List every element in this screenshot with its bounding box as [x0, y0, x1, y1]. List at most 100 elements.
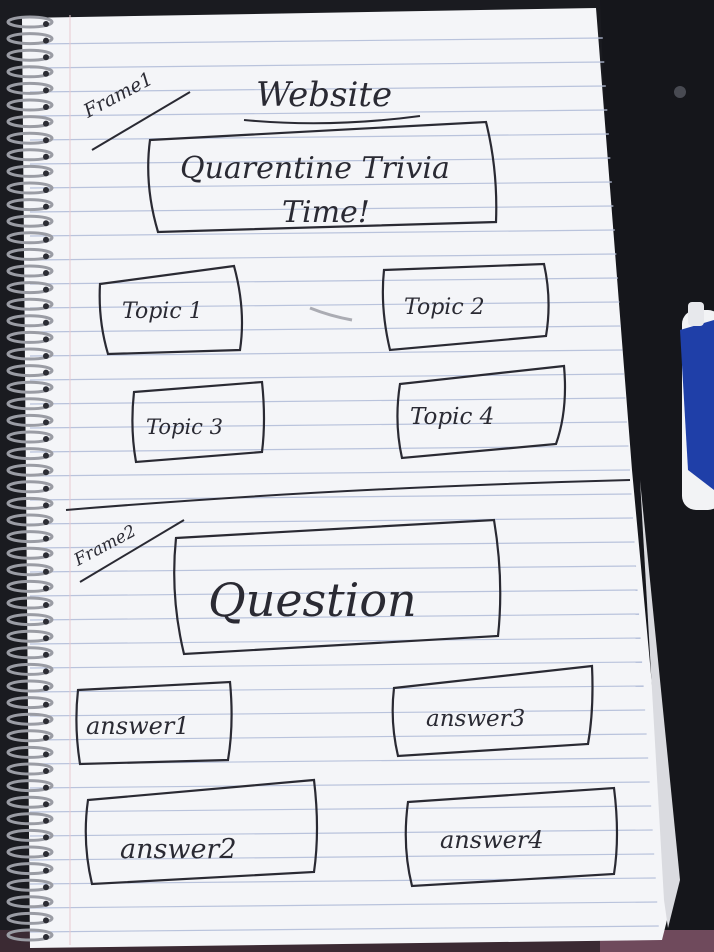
punch-hole [43, 685, 49, 691]
punch-hole [43, 419, 49, 426]
punch-hole [43, 801, 49, 808]
spiral-ring [6, 330, 54, 344]
rule-line [29, 397, 626, 405]
spiral-ring [6, 430, 54, 444]
spiral-ring [6, 480, 54, 494]
punch-hole [43, 286, 49, 293]
punch-hole [43, 87, 49, 94]
spiral-ring [6, 629, 54, 643]
spiral-ring [6, 928, 54, 942]
topic-3-box[interactable] [131, 380, 266, 464]
answer-2-label: answer2 [120, 834, 237, 865]
spiral-ring [6, 779, 54, 793]
spiral-ring [6, 32, 54, 46]
pen [680, 302, 714, 510]
spiral-ring [6, 297, 54, 311]
title-box [147, 120, 498, 234]
answer-2-box[interactable] [84, 778, 319, 886]
spiral-ring [6, 397, 54, 411]
spiral-ring [6, 745, 54, 759]
spiral-ring [6, 347, 54, 361]
punch-hole [43, 402, 49, 409]
punch-hole [43, 369, 49, 376]
punch-hole [43, 170, 49, 177]
topic-1-box[interactable] [98, 264, 244, 356]
spiral-ring [6, 812, 54, 826]
rule-line [29, 301, 620, 309]
answer-4-label: answer4 [440, 826, 544, 854]
spiral-ring [6, 712, 54, 726]
spiral-ring [6, 729, 54, 743]
punch-hole [43, 253, 49, 260]
punch-hole [43, 104, 49, 110]
spiral-ring [6, 679, 54, 693]
spiral-ring [6, 148, 54, 162]
question-label: Question [208, 573, 417, 627]
rule-line [29, 469, 631, 477]
punch-hole [43, 386, 49, 393]
spiral-ring [6, 231, 54, 245]
spiral-ring [6, 662, 54, 676]
rule-line [29, 85, 606, 93]
spiral-ring [6, 98, 54, 112]
punch-hole [43, 552, 49, 559]
punch-hole [43, 768, 49, 774]
punch-hole [43, 303, 49, 310]
answer-1-box[interactable] [75, 680, 233, 766]
punch-hole [43, 784, 49, 791]
punch-hole [43, 900, 49, 907]
rule-line [29, 709, 646, 717]
answer-3-box[interactable] [391, 664, 594, 758]
punch-hole [43, 701, 49, 708]
punch-hole [43, 867, 49, 874]
rule-line [29, 805, 652, 813]
rule-line [29, 493, 632, 501]
spiral-ring [6, 15, 54, 29]
answer-4-box[interactable] [404, 786, 619, 888]
topic-3-label: Topic 3 [146, 415, 223, 439]
spiral-binding [6, 15, 54, 942]
punch-hole [43, 618, 49, 625]
rule-line [29, 733, 647, 741]
rule-line [29, 253, 617, 261]
punch-hole [43, 718, 49, 725]
rule-line [29, 157, 611, 165]
spiral-ring [6, 911, 54, 925]
topic-2-box[interactable] [381, 262, 550, 352]
punch-hole [43, 137, 49, 144]
rule-line [29, 877, 656, 885]
punch-hole [43, 917, 49, 924]
punch-hole [43, 336, 49, 343]
rule-line [29, 229, 615, 237]
punch-hole [43, 668, 49, 675]
rule-line [29, 541, 635, 549]
website-heading: Website [256, 75, 392, 115]
spiral-ring [6, 463, 54, 477]
punch-hole [43, 602, 49, 608]
title-line-2: Time! [282, 195, 370, 230]
punch-hole [43, 469, 49, 476]
punch-hole [43, 21, 49, 27]
rule-line [29, 373, 624, 381]
rule-line [29, 685, 644, 693]
punch-hole [43, 568, 49, 575]
topic-4-label: Topic 4 [410, 404, 494, 430]
answer-3-label: answer3 [426, 706, 525, 732]
topic-2-label: Topic 2 [404, 295, 485, 320]
spiral-ring [6, 862, 54, 876]
punch-hole [43, 585, 49, 592]
topic-4-box[interactable] [396, 364, 567, 460]
notebook-page [22, 8, 680, 948]
question-box [173, 518, 502, 656]
rule-line [29, 133, 609, 141]
punch-hole [43, 153, 49, 160]
punch-hole [43, 834, 49, 841]
spiral-ring [6, 380, 54, 394]
rule-line [29, 613, 640, 621]
punch-hole [43, 502, 49, 509]
rule-line [29, 109, 608, 117]
punch-hole [43, 70, 49, 77]
rule-line [29, 61, 605, 69]
rule-line [29, 205, 614, 213]
